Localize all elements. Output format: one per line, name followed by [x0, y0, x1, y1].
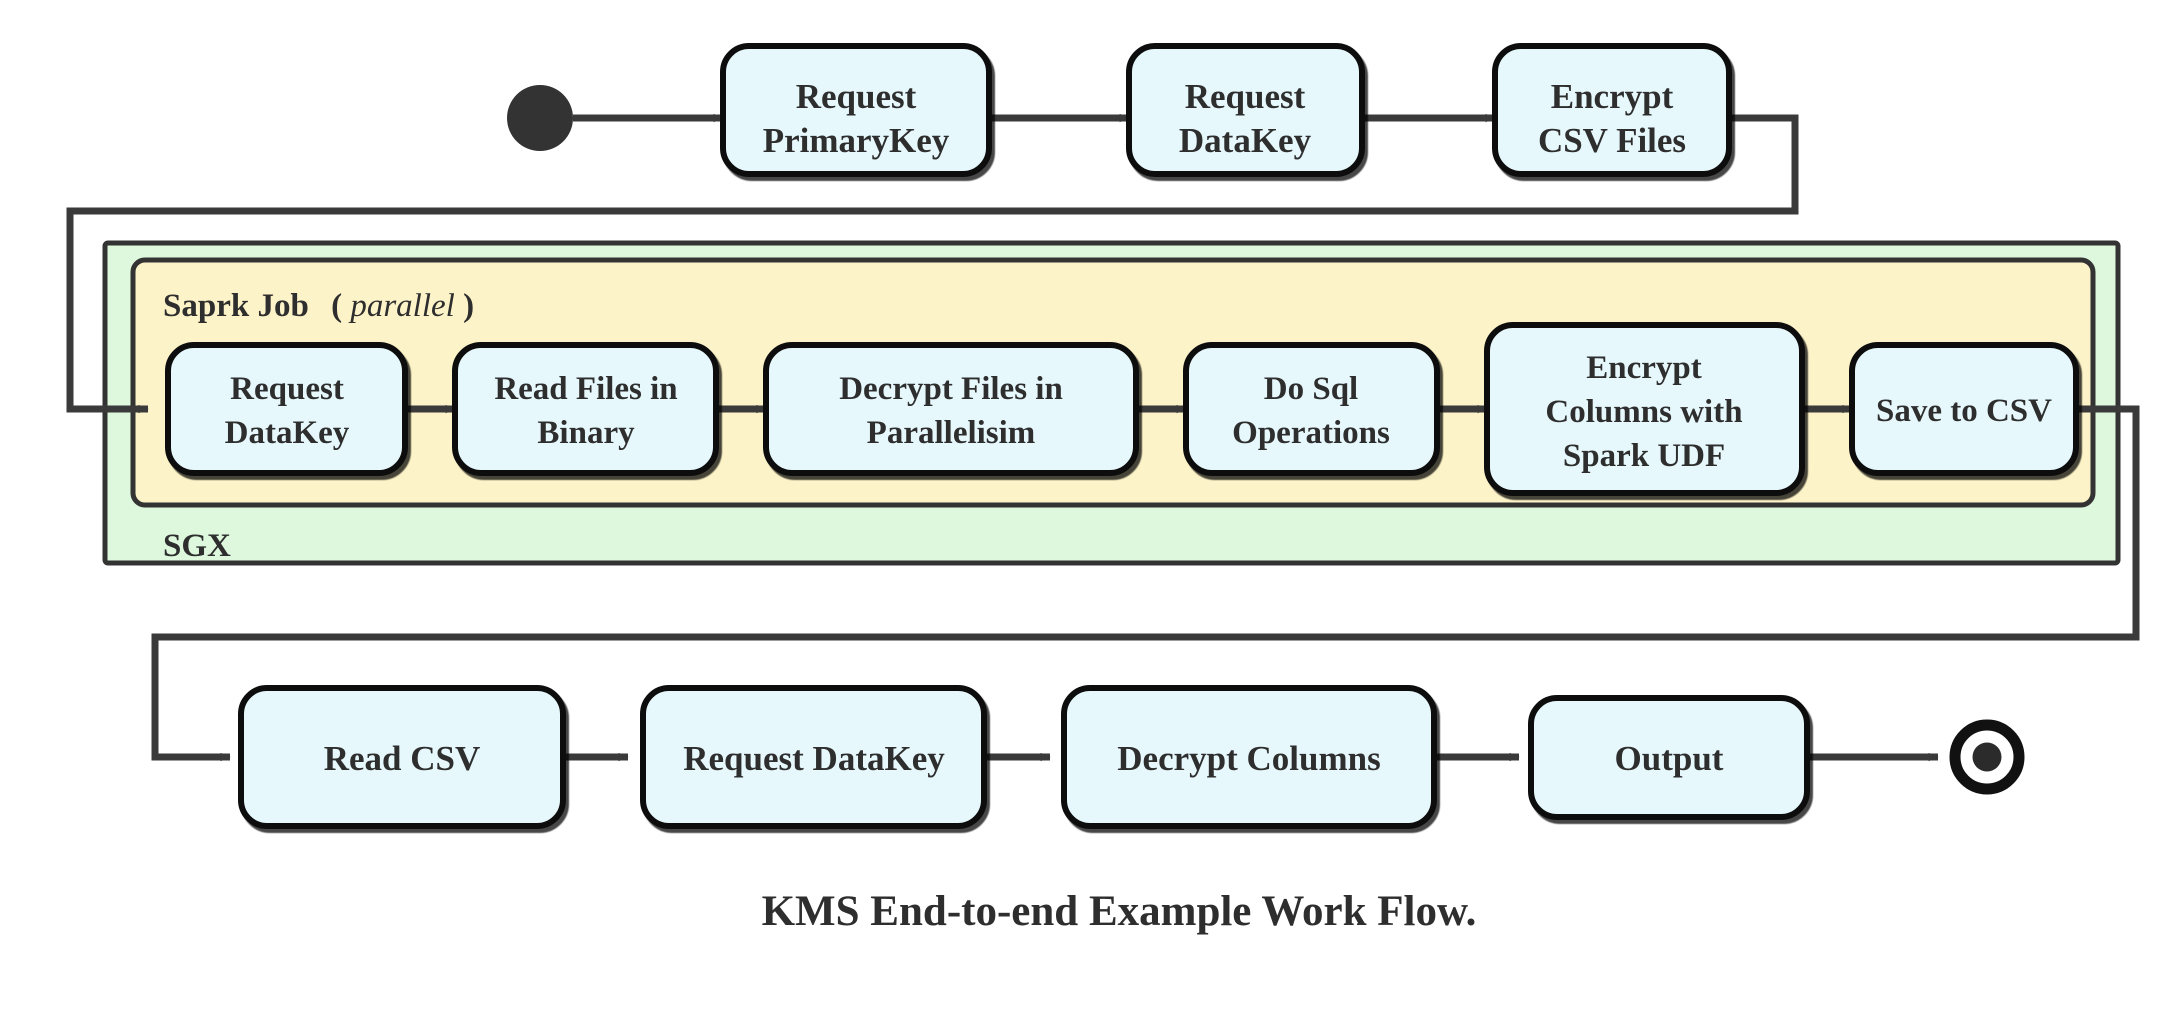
spark-job-label-modifier: parallel [348, 288, 455, 324]
node-output-label: Output [1615, 739, 1724, 778]
spark-job-label-paren-open: ( [331, 288, 342, 324]
node-request-datakey-spark-line1: Request [230, 371, 344, 407]
edge-encrypt-csv-files-to-spark-request-datakey [66, 114, 1799, 414]
node-do-sql-operations-line2: Operations [1232, 415, 1390, 451]
node-request-datakey-spark-line2: DataKey [225, 415, 350, 451]
node-encrypt-columns-line1: Encrypt [1586, 350, 1702, 386]
node-save-to-csv-box[interactable] [1849, 342, 2079, 476]
node-decrypt-files-in-parallelisim-line1: Decrypt Files in [839, 371, 1063, 407]
node-request-primarykey-line2: PrimaryKey [763, 121, 950, 160]
node-request-datakey-bottom[interactable]: Request DataKey [640, 685, 987, 829]
spark-job-container-label: Saprk Job ( parallel ) [163, 288, 474, 324]
node-read-csv-label: Read CSV [324, 739, 481, 778]
node-do-sql-operations-box[interactable] [1183, 342, 1440, 476]
node-encrypt-csv-files-box[interactable] [1492, 43, 1732, 177]
node-request-primarykey-line1: Request [796, 77, 917, 116]
node-decrypt-files-in-parallelisim-box[interactable] [763, 342, 1139, 476]
node-request-datakey-top-box[interactable] [1126, 43, 1365, 177]
spark-job-label-main: Saprk Job [163, 288, 309, 324]
node-encrypt-columns-line2: Columns with [1545, 394, 1742, 430]
sgx-container-label: SGX [163, 528, 231, 564]
end-node[interactable] [1949, 719, 2025, 795]
node-save-to-csv[interactable]: Save to CSV [1849, 342, 2079, 476]
node-encrypt-columns-with-spark-udf-box[interactable] [1484, 322, 1805, 496]
diagram-caption: KMS End-to-end Example Work Flow. [762, 888, 1477, 935]
node-encrypt-csv-files[interactable]: Encrypt CSV Files [1492, 43, 1732, 177]
node-encrypt-csv-files-line2: CSV Files [1538, 121, 1686, 160]
start-node-dot[interactable] [507, 85, 573, 151]
start-node[interactable] [507, 85, 573, 151]
node-request-datakey-bottom-box[interactable] [640, 685, 987, 829]
spark-job-label-paren-close: ) [463, 288, 474, 324]
node-decrypt-files-in-parallelisim[interactable]: Decrypt Files in Parallelisim [763, 342, 1139, 476]
edge-save-to-csv-to-read-csv [151, 405, 2140, 762]
node-decrypt-columns-label: Decrypt Columns [1117, 739, 1380, 778]
node-read-files-in-binary-line2: Binary [537, 415, 635, 451]
node-request-datakey-spark-box[interactable] [165, 342, 408, 476]
node-read-csv[interactable]: Read CSV [238, 685, 566, 829]
node-save-to-csv-label: Save to CSV [1876, 393, 2052, 429]
node-request-primarykey[interactable]: Request PrimaryKey [720, 43, 992, 177]
node-read-files-in-binary[interactable]: Read Files in Binary [452, 342, 719, 476]
node-request-datakey-top-line2: DataKey [1179, 121, 1312, 160]
node-output[interactable]: Output [1528, 695, 1810, 820]
node-encrypt-columns-with-spark-udf[interactable]: Encrypt Columns with Spark UDF [1484, 322, 1805, 496]
node-encrypt-csv-files-line1: Encrypt [1551, 77, 1674, 116]
node-request-datakey-top-line1: Request [1185, 77, 1306, 116]
end-node-core[interactable] [1972, 742, 2002, 772]
node-output-box[interactable] [1528, 695, 1810, 820]
node-request-primarykey-box[interactable] [720, 43, 992, 177]
node-do-sql-operations[interactable]: Do Sql Operations [1183, 342, 1440, 476]
node-read-csv-box[interactable] [238, 685, 566, 829]
node-encrypt-columns-line3: Spark UDF [1563, 438, 1725, 474]
node-decrypt-columns-box[interactable] [1061, 685, 1437, 829]
node-request-datakey-spark[interactable]: Request DataKey [165, 342, 408, 476]
node-read-files-in-binary-box[interactable] [452, 342, 719, 476]
node-decrypt-files-in-parallelisim-line2: Parallelisim [867, 415, 1036, 451]
node-do-sql-operations-line1: Do Sql [1264, 371, 1358, 407]
node-request-datakey-bottom-label: Request DataKey [683, 739, 945, 778]
edges-group [66, 113, 2140, 762]
node-request-datakey-top[interactable]: Request DataKey [1126, 43, 1365, 177]
node-read-files-in-binary-line1: Read Files in [494, 371, 677, 407]
node-decrypt-columns[interactable]: Decrypt Columns [1061, 685, 1437, 829]
